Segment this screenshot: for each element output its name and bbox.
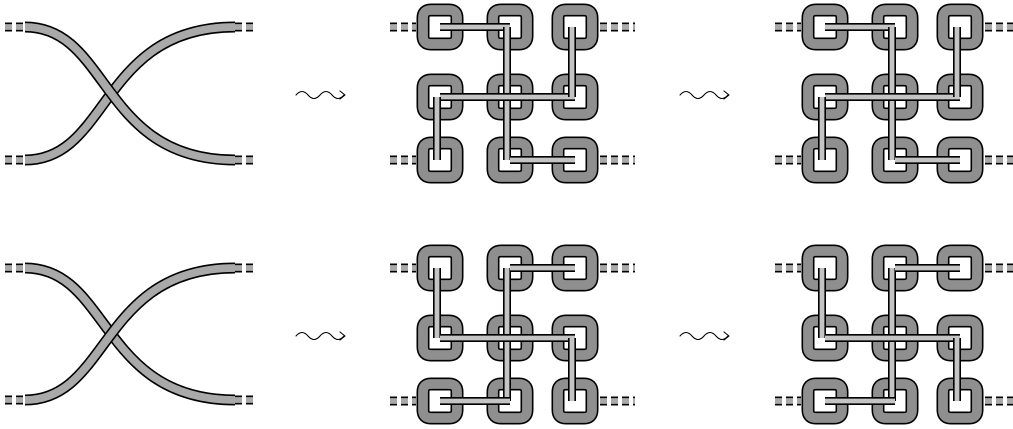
strand-under xyxy=(24,262,236,406)
chain-ring xyxy=(936,73,984,121)
squiggle-line xyxy=(679,90,729,100)
squiggle-line xyxy=(295,90,345,100)
chain-ring xyxy=(801,314,849,362)
chain-ring xyxy=(416,73,464,121)
chain-ring xyxy=(416,244,464,292)
chain-ring xyxy=(486,377,534,425)
chain-ring xyxy=(936,3,984,51)
chain-ring xyxy=(801,244,849,292)
chain-ring xyxy=(801,136,849,184)
chain-ring xyxy=(551,73,599,121)
strand-under xyxy=(24,21,236,166)
chain-ring xyxy=(871,73,919,121)
chain-ring xyxy=(486,73,534,121)
chain-ring xyxy=(486,314,534,362)
chain-ring xyxy=(551,244,599,292)
chain-ring xyxy=(936,377,984,425)
chain-ring xyxy=(936,314,984,362)
chain-ring xyxy=(486,244,534,292)
chain-ring xyxy=(551,3,599,51)
chain-diagram-top-middle xyxy=(390,3,635,184)
crossing-diagram-top xyxy=(5,21,257,166)
chain-diagram-top-right xyxy=(775,3,1013,184)
chain-ring xyxy=(801,377,849,425)
chain-ring xyxy=(551,136,599,184)
chain-ring xyxy=(871,244,919,292)
squiggle-arrow-icon xyxy=(679,331,730,341)
arrow-head xyxy=(723,331,730,341)
crossing-diagram-bottom xyxy=(5,262,257,406)
strand-over xyxy=(24,21,236,166)
chain-ring xyxy=(871,3,919,51)
chain-ring xyxy=(416,136,464,184)
chain-ring xyxy=(551,377,599,425)
squiggle-arrow-icon xyxy=(679,90,730,100)
arrow-head xyxy=(723,90,730,100)
chain-ring xyxy=(486,136,534,184)
chain-ring xyxy=(801,73,849,121)
arrow-head xyxy=(339,331,346,341)
chain-ring xyxy=(486,3,534,51)
chain-ring xyxy=(416,3,464,51)
row-bottom xyxy=(5,244,1013,425)
chain-ring xyxy=(936,244,984,292)
chain-ring xyxy=(416,377,464,425)
arrow-head xyxy=(339,90,346,100)
chain-ring xyxy=(871,136,919,184)
squiggle-line xyxy=(295,331,345,341)
squiggle-arrow-icon xyxy=(295,90,346,100)
chain-ring xyxy=(416,314,464,362)
chain-diagram-bottom-right xyxy=(775,244,1013,425)
row-top xyxy=(5,3,1013,184)
chain-ring xyxy=(801,3,849,51)
squiggle-line xyxy=(679,331,729,341)
chain-ring xyxy=(551,314,599,362)
squiggle-arrow-icon xyxy=(295,331,346,341)
chain-diagram-bottom-middle xyxy=(390,244,635,425)
chain-ring xyxy=(871,314,919,362)
chain-ring xyxy=(871,377,919,425)
strand-over xyxy=(24,262,236,406)
chain-ring xyxy=(936,136,984,184)
